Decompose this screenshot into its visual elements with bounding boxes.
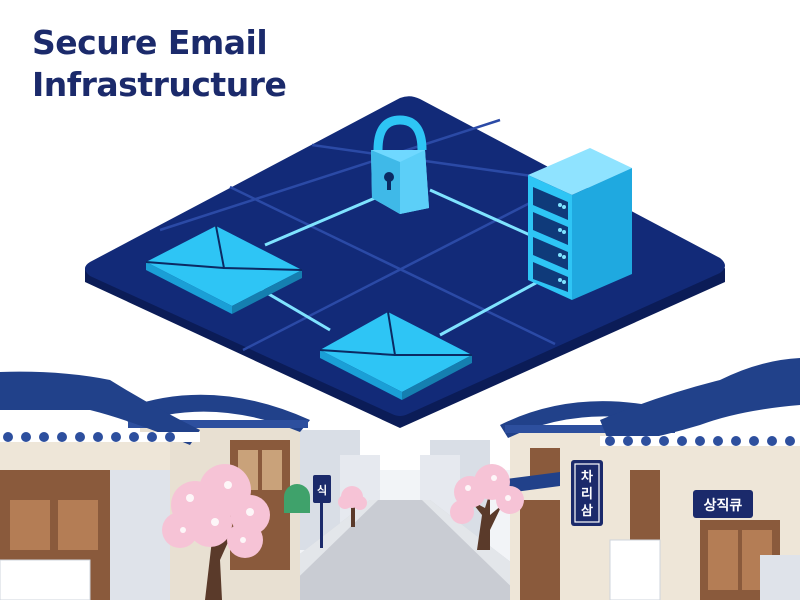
cherry-blossom-tree-icon [162,464,270,600]
hanok-roof-icon [120,394,310,432]
server-icon [528,148,632,300]
envelope-icon [319,311,472,400]
right-signboard-text: 상직큐 [704,497,743,514]
title-line-1: Secure Email [32,23,268,62]
vertical-sign-char-3: 삼 [581,503,593,519]
page-title: Secure Email Infrastructure [32,22,287,106]
small-signboard [313,475,331,503]
cherry-blossom-tree-icon [450,464,524,550]
cherry-blossom-tree-icon [338,486,367,527]
hanok-roof-icon [0,371,200,445]
left-hanok-buildings: 식 [0,371,331,600]
small-sign-text: 식 [317,483,327,497]
right-signboard [693,490,753,518]
hanok-roof-icon [600,358,800,445]
envelope-icon [145,225,303,314]
title-line-2: Infrastructure [32,65,287,104]
vertical-sign-char-1: 차 [581,469,593,485]
vertical-sign-char-2: 리 [581,486,593,502]
right-hanok-buildings: 차 리 삼 상직큐 [498,358,800,600]
road [240,500,560,600]
vertical-signboard [571,460,603,526]
padlock-icon [371,115,429,214]
